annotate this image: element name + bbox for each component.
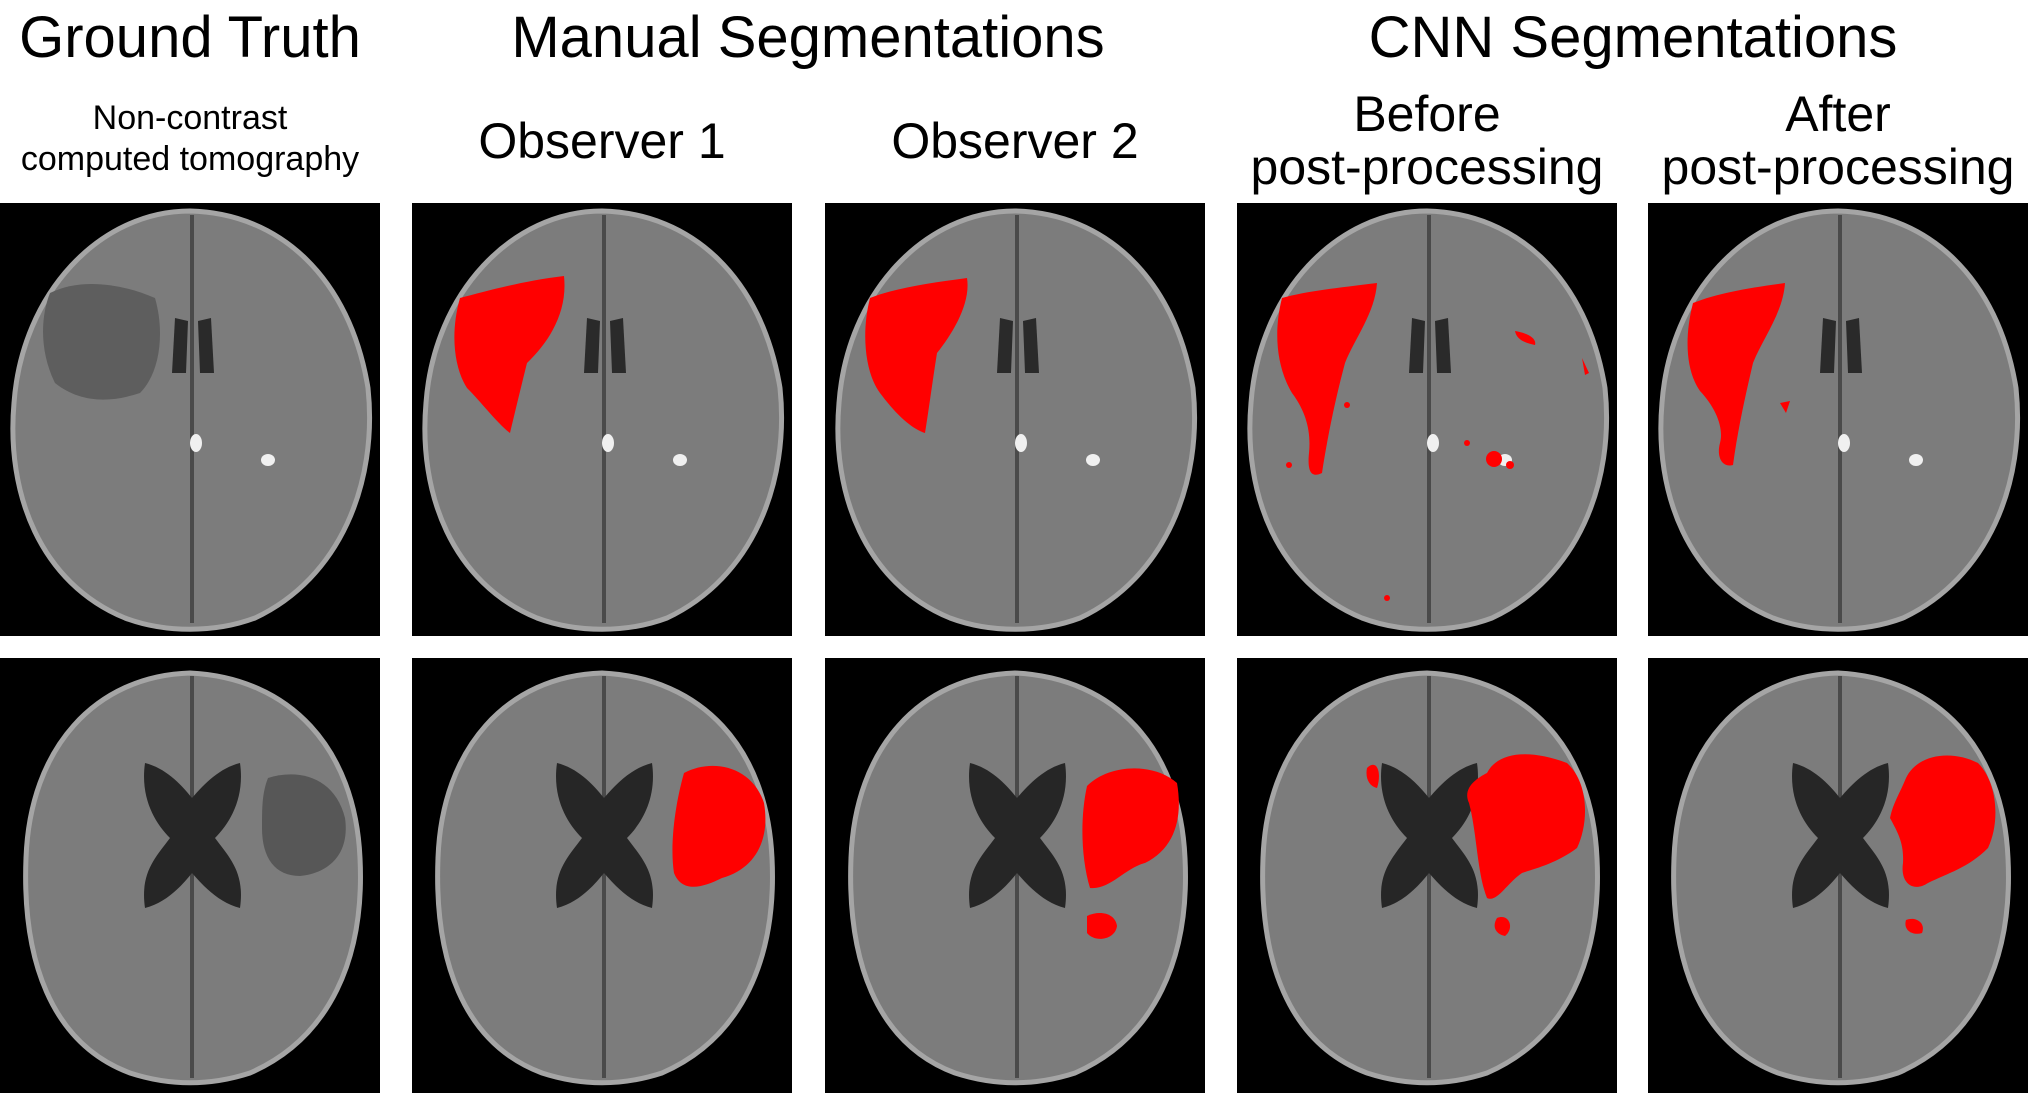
calcification: [1909, 454, 1923, 466]
segmentation-fragment: [1515, 331, 1536, 345]
segmentation-fragment: [1344, 402, 1350, 408]
calcification: [673, 454, 687, 466]
calcification: [1086, 454, 1100, 466]
segmentation-mask: [865, 278, 968, 433]
ct-slice-row2-observer-2: [825, 658, 1205, 1093]
skull-rim: [422, 208, 785, 632]
skull-rim: [1658, 208, 2021, 632]
ventricle-left: [172, 318, 188, 373]
subheader-observer-1: Observer 1: [478, 113, 726, 169]
ct-slice-row2-ground-truth: [0, 658, 380, 1093]
ventricle-left: [584, 318, 600, 373]
segmentation-fragment: [1506, 461, 1514, 469]
segmentation-mask: [1890, 755, 1996, 887]
calcification: [602, 434, 614, 452]
calcification: [1427, 434, 1439, 452]
segmentation-fragment: [1464, 440, 1470, 446]
ventricle-butterfly: [556, 763, 653, 908]
skull-rim: [1247, 208, 1610, 632]
ventricle-left: [1409, 318, 1425, 373]
segmentation-mask: [1687, 283, 1785, 466]
skull-rim: [10, 208, 373, 632]
segmentation-fragment: [1366, 764, 1379, 788]
ct-slice-row2-cnn-before: [1237, 658, 1617, 1093]
ct-slice-row1-observer-2: [825, 203, 1205, 636]
ventricle-butterfly: [969, 763, 1066, 908]
ventricle-right: [198, 318, 214, 373]
subheader-ncct-line2: computed tomography: [20, 139, 360, 178]
ct-slice-row1-ground-truth: [0, 203, 380, 636]
ct-slice-row1-observer-1: [412, 203, 792, 636]
header-manual-segmentations: Manual Segmentations: [511, 5, 1105, 70]
calcification: [190, 434, 202, 452]
ct-slice-row1-cnn-before: [1237, 203, 1617, 636]
skull-rim: [1260, 670, 1600, 1086]
ventricle-butterfly: [1381, 763, 1478, 908]
ventricle-right: [1023, 318, 1039, 373]
subheader-before-line1: Before: [1353, 86, 1501, 142]
subheader-ncct-line1: Non-contrast: [92, 99, 288, 137]
calcification: [1838, 434, 1850, 452]
header-cnn-segmentations: CNN Segmentations: [1368, 5, 1898, 70]
calcification: [1015, 434, 1027, 452]
ventricle-left: [1820, 318, 1836, 373]
ventricle-butterfly: [144, 763, 241, 908]
ventricle-butterfly: [1792, 763, 1889, 908]
segmentation-fragment: [1384, 595, 1390, 601]
header-ground-truth: Ground Truth: [19, 5, 361, 70]
skull-rim: [435, 670, 775, 1086]
segmentation-fragment: [1905, 918, 1923, 934]
segmentation-fragment: [1494, 917, 1511, 936]
segmentation-fragment: [1486, 451, 1502, 467]
ventricle-right: [1846, 318, 1862, 373]
segmentation-mask: [1082, 768, 1179, 889]
calcification: [261, 454, 275, 466]
ct-slice-row2-observer-1: [412, 658, 792, 1093]
segmentation-fragment: [1780, 401, 1790, 413]
segmentation-mask: [672, 765, 766, 887]
subheader-observer-2: Observer 2: [891, 113, 1139, 169]
subheader-ncct: Non-contrast computed tomography: [0, 98, 380, 180]
segmentation-mask: [454, 276, 565, 433]
infarct-region: [262, 774, 346, 876]
segmentation-fragment: [1087, 913, 1117, 939]
subheader-after-line1: After: [1785, 86, 1891, 142]
subheader-before-post-processing: Before post-processing: [1237, 88, 1617, 193]
subheader-after-post-processing: After post-processing: [1648, 88, 2028, 193]
segmentation-fragment: [1286, 462, 1292, 468]
segmentation-fragment: [1582, 358, 1589, 375]
segmentation-mask: [1467, 754, 1586, 899]
skull-rim: [835, 208, 1198, 632]
subheader-after-line2: post-processing: [1661, 138, 2015, 195]
ventricle-right: [1435, 318, 1451, 373]
subheader-before-line2: post-processing: [1250, 138, 1604, 195]
ventricle-left: [997, 318, 1013, 373]
ct-slice-row2-cnn-after: [1648, 658, 2028, 1093]
infarct-region: [43, 283, 160, 400]
ventricle-right: [610, 318, 626, 373]
ct-slice-row1-cnn-after: [1648, 203, 2028, 636]
skull-rim: [1671, 670, 2011, 1086]
skull-rim: [23, 670, 363, 1086]
segmentation-mask: [1277, 283, 1377, 475]
